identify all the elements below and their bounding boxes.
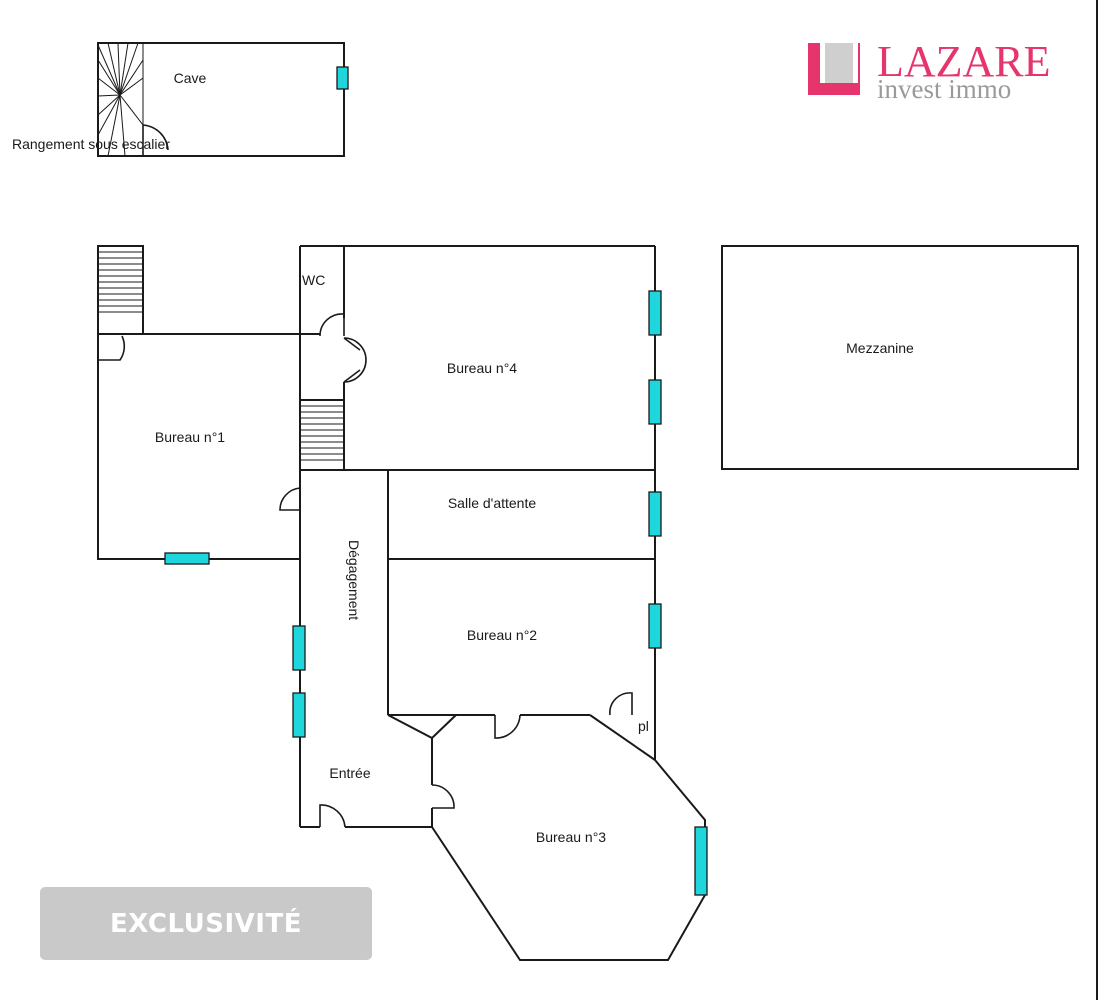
window	[164, 552, 210, 565]
cave-plan: Cave Rangement sous escalier	[12, 42, 349, 157]
mezzanine-walls	[721, 245, 1079, 470]
wc-walls	[299, 245, 655, 827]
triangle-wall	[387, 714, 457, 740]
room-label-rangement: Rangement sous escalier	[12, 136, 170, 152]
room-label-bureau2: Bureau n°2	[467, 627, 537, 643]
logo-brand: LAZARE	[877, 37, 1051, 86]
room-label-placard: pl	[638, 718, 649, 734]
door-entree	[319, 804, 346, 828]
salle-attente-walls	[387, 470, 655, 715]
window	[694, 826, 708, 896]
room-label-bureau1: Bureau n°1	[155, 429, 225, 445]
room-label-entree: Entrée	[329, 765, 370, 781]
main-floor-plan: Bureau n°1 WC Bureau n°4 Salle d'attente…	[97, 245, 708, 961]
window	[292, 625, 306, 671]
stair-top-left-steps	[98, 251, 143, 313]
door-bureau1	[98, 335, 126, 361]
window	[648, 290, 662, 336]
window	[648, 491, 662, 537]
exclusivite-badge: EXCLUSIVITÉ	[40, 887, 372, 960]
door-degagement	[279, 487, 301, 511]
placard-wall	[589, 714, 656, 761]
lazare-logo: LAZARE invest immo	[808, 37, 1051, 104]
room-label-bureau4: Bureau n°4	[447, 360, 517, 376]
window	[336, 66, 349, 90]
door-bureau3	[431, 784, 455, 809]
room-label-mezzanine: Mezzanine	[846, 340, 914, 356]
logo-tagline: invest immo	[877, 74, 1011, 104]
room-label-cave: Cave	[174, 70, 207, 86]
window	[648, 603, 662, 649]
cave-walls	[97, 42, 345, 157]
room-label-wc: WC	[302, 272, 325, 288]
room-label-salle-attente: Salle d'attente	[448, 495, 537, 511]
bureau1-walls	[97, 333, 320, 560]
door-bureau2	[494, 714, 521, 739]
room-label-degagement: Dégagement	[346, 540, 362, 620]
mezzanine-plan: Mezzanine	[721, 245, 1079, 470]
stair-center-steps	[300, 405, 344, 461]
window	[292, 692, 306, 738]
cave-spiral-stair	[97, 42, 169, 157]
room-label-bureau3: Bureau n°3	[536, 829, 606, 845]
window	[648, 379, 662, 425]
door-placard	[609, 692, 633, 716]
bureau3-walls	[431, 738, 706, 961]
logo-square-grey	[825, 43, 853, 83]
door-bureau4	[343, 337, 367, 383]
door-wc	[319, 313, 345, 337]
stair-top-left	[97, 245, 144, 335]
